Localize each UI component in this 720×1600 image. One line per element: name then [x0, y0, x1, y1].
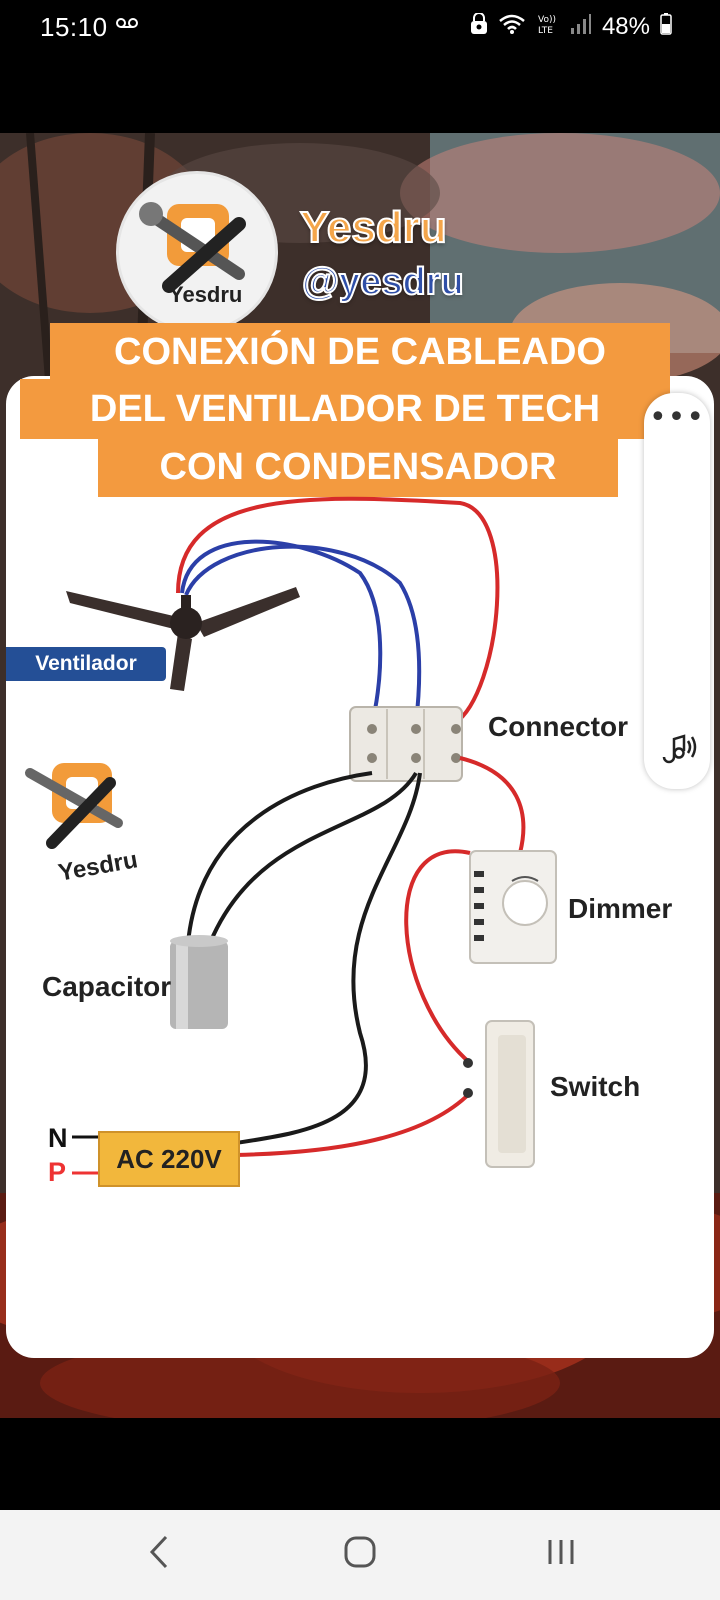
- dimmer-icon: [469, 850, 557, 964]
- capacitor-icon: [170, 935, 228, 1029]
- recents-icon[interactable]: [546, 1534, 576, 1575]
- brand-logo: Yesdru: [116, 171, 278, 333]
- more-options-icon[interactable]: •••: [648, 400, 706, 435]
- title-line-1: CONEXIÓN DE CABLEADO: [50, 323, 670, 381]
- logo-text: Yesdru: [169, 282, 243, 307]
- diagram-card: [6, 376, 714, 1358]
- neutral-label: N: [48, 1123, 68, 1153]
- blue-wire-1: [180, 539, 383, 724]
- brand-name: Yesdru: [299, 202, 448, 253]
- wiring-diagram: [25, 496, 557, 1175]
- alarm-lock-icon: [470, 12, 488, 40]
- dimmer-label: Dimmer: [568, 893, 673, 924]
- battery-percent: 48%: [601, 12, 650, 40]
- voicemail-icon: [116, 16, 138, 35]
- home-icon[interactable]: [344, 1534, 376, 1575]
- svg-text:LTE: LTE: [538, 26, 553, 36]
- brand-handle: @yesdru: [301, 260, 465, 304]
- post-image[interactable]: Yesdru Yesdru @yesdru CONEXIÓN DE CABLEA…: [0, 133, 720, 1418]
- svg-text:Vo)): Vo)): [538, 15, 556, 25]
- status-time: 15:10: [40, 12, 108, 42]
- watermark-logo-icon: [25, 763, 123, 849]
- back-icon[interactable]: [148, 1534, 170, 1575]
- red-wire-switch: [404, 849, 472, 1065]
- capacitor-label: Capacitor: [42, 971, 172, 1002]
- phase-label: P: [48, 1157, 67, 1187]
- title-line-3: CON CONDENSADOR: [98, 437, 618, 497]
- ventilador-tag: Ventilador: [6, 647, 166, 681]
- wrench-icon: [139, 202, 246, 293]
- blue-wire-2: [184, 544, 422, 724]
- ceiling-fan-icon: [66, 587, 300, 691]
- black-wire-capacitor-2: [208, 771, 418, 944]
- side-panel[interactable]: •••: [644, 393, 710, 789]
- bottom-black-area: [0, 1418, 720, 1510]
- connector-block-icon: [349, 706, 463, 782]
- switch-label: Switch: [550, 1071, 641, 1102]
- black-wire-capacitor-1: [186, 771, 373, 944]
- battery-icon: [660, 13, 672, 40]
- title-line-2: DEL VENTILADOR DE TECH: [20, 379, 670, 439]
- navigation-bar: [0, 1510, 720, 1600]
- status-icons: Vo))LTE 48%: [470, 12, 672, 41]
- red-wire-fan: [176, 496, 500, 725]
- ac-source-label: AC 220V: [98, 1131, 240, 1187]
- sound-icon[interactable]: [658, 731, 698, 770]
- black-wire-neutral: [235, 772, 422, 1145]
- red-wire-dimmer: [459, 756, 526, 854]
- connector-label: Connector: [488, 711, 628, 742]
- switch-icon: [463, 1020, 535, 1168]
- signal-icon: [570, 13, 592, 40]
- status-bar: 15:10 Vo))LTE 48%: [0, 0, 720, 56]
- wifi-icon: [498, 13, 526, 40]
- volte-icon: Vo))LTE: [536, 12, 560, 41]
- red-wire-phase: [235, 1091, 472, 1157]
